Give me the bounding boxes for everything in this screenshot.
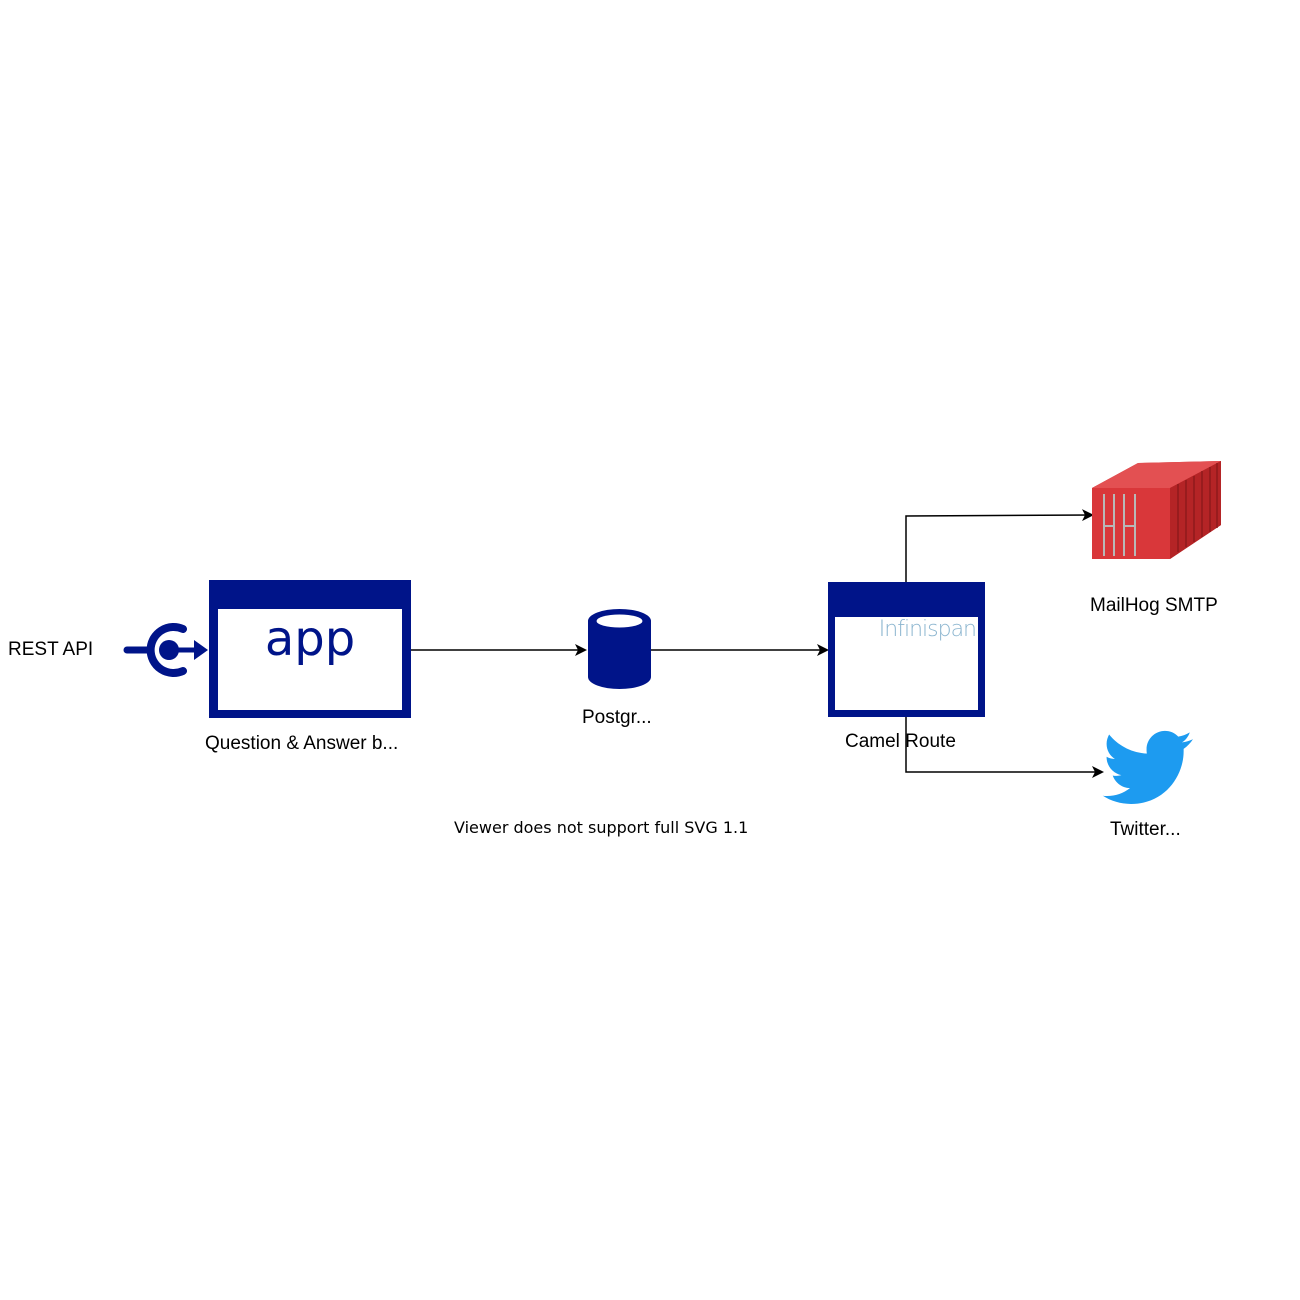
twitter-label: Twitter... (1110, 819, 1181, 840)
app-window-icon[interactable] (209, 580, 411, 718)
camel-route-window-icon[interactable] (828, 582, 985, 717)
edge-camel-to-twitter (905, 716, 1104, 778)
mailhog-label: MailHog SMTP (1090, 595, 1218, 616)
postgres-label: Postgr... (582, 707, 652, 728)
camel-route-label: Camel Route (845, 731, 956, 752)
app-inner-text: app (264, 611, 356, 667)
rest-api-label: REST API (8, 639, 94, 660)
infinispan-logo-text: Infinispan (878, 617, 977, 642)
interface-provider-icon[interactable] (123, 623, 208, 677)
twitter-bird-icon[interactable] (1102, 730, 1193, 804)
app-label: Question & Answer b... (205, 733, 399, 754)
database-icon[interactable] (588, 609, 651, 689)
shipping-container-icon[interactable] (1092, 461, 1221, 559)
edge-camel-to-mailhog (905, 509, 1094, 583)
svg-viewer-warning[interactable]: Viewer does not support full SVG 1.1 (454, 818, 749, 837)
